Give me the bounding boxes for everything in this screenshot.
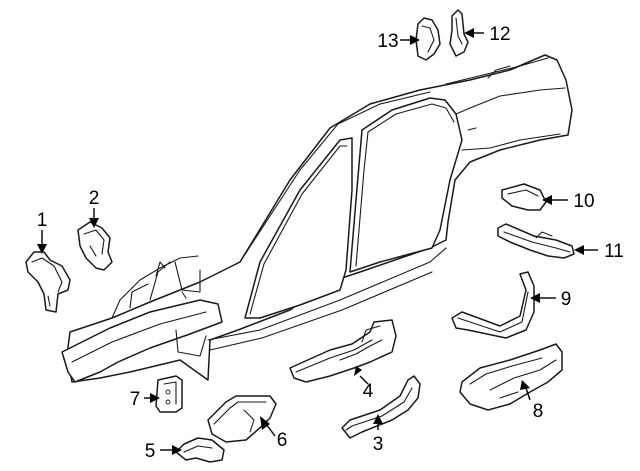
- body-side-panel: [61, 54, 573, 383]
- part-11-rail: [497, 223, 575, 259]
- part-1-bracket: [25, 251, 71, 313]
- callout-10: 10: [573, 191, 594, 212]
- part-7-plate: [155, 375, 183, 413]
- part-5-bracket: [175, 437, 225, 463]
- callout-8: 8: [533, 401, 544, 422]
- part-9-wheelhouse-brace: [451, 271, 535, 339]
- part-10-cover: [501, 183, 547, 211]
- part-2-reinforcement: [77, 221, 113, 271]
- callout-1: 1: [37, 210, 48, 231]
- part-4-sill-reinforcement: [289, 319, 397, 383]
- callout-2: 2: [89, 188, 100, 209]
- callout-labels: 1 2 3 4 5 6 7 8 9 10 11 12 13: [37, 24, 624, 462]
- callout-4: 4: [363, 381, 374, 402]
- callout-12: 12: [489, 24, 510, 45]
- callout-3: 3: [373, 434, 384, 455]
- callout-9: 9: [561, 289, 572, 310]
- callout-leaders: [37, 28, 598, 455]
- callout-5: 5: [145, 441, 156, 462]
- callout-13: 13: [377, 31, 398, 52]
- part-6-reinforcement: [207, 395, 277, 443]
- callout-11: 11: [604, 241, 624, 262]
- callout-7: 7: [130, 389, 141, 410]
- part-3-bracket: [341, 375, 421, 439]
- part-8-floor-extension: [459, 343, 563, 411]
- callout-6: 6: [277, 430, 288, 451]
- part-12-bracket: [449, 9, 469, 57]
- part-13-bracket: [415, 17, 441, 61]
